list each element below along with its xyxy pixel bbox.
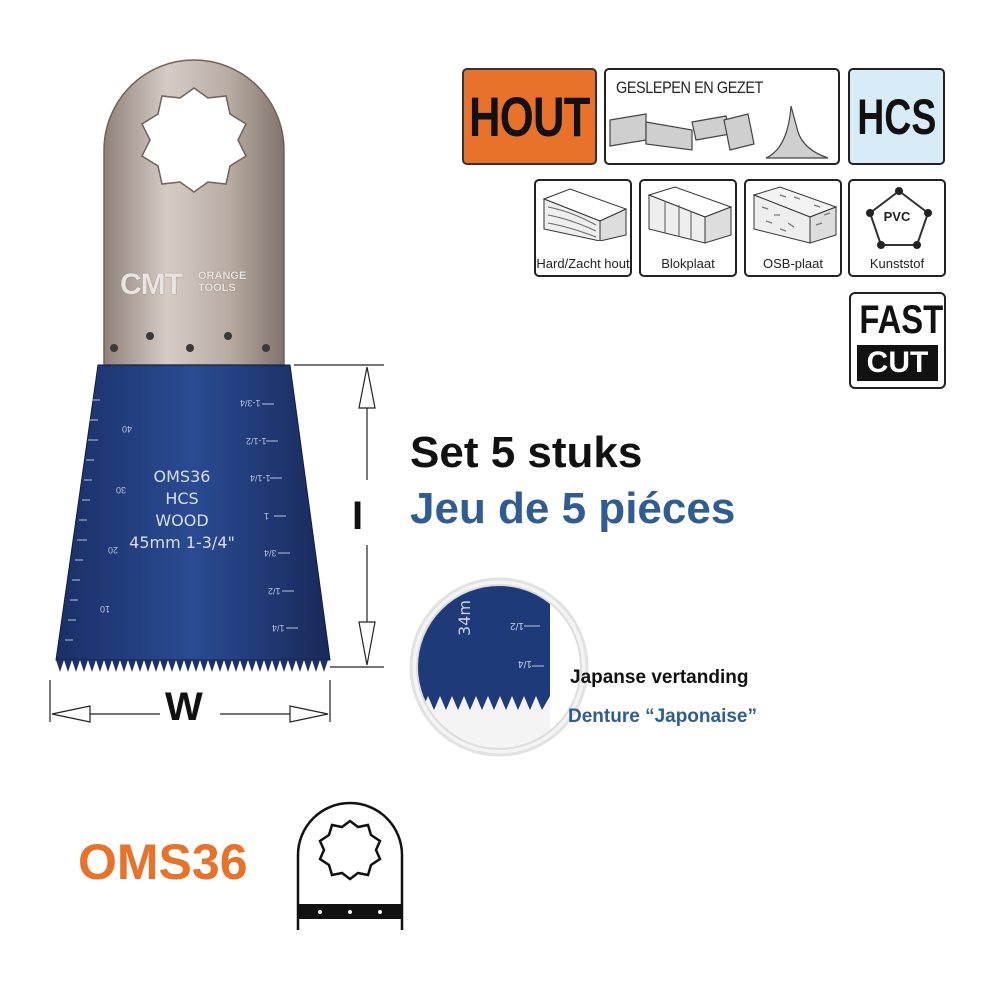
fast-cut-top: FAST <box>859 298 944 342</box>
fast-cut-bottom: CUT <box>857 345 938 381</box>
osb-board-icon <box>752 186 838 244</box>
blade-print-line: HCS <box>165 489 199 508</box>
sharpening-badge: GESLEPEN EN GEZET <box>604 68 840 165</box>
material-label: OSB-plaat <box>763 256 823 271</box>
fast-cut-badge: FAST CUT <box>849 292 946 389</box>
teeth-detail-circle <box>409 577 589 757</box>
blockboard-icon <box>647 186 733 244</box>
material-label: Blokplaat <box>661 256 715 271</box>
blade-print-line: WOOD <box>155 511 209 530</box>
blade-outline-icon <box>296 801 404 930</box>
blade-brand: CMT <box>120 268 183 301</box>
material-blockboard: Blokplaat <box>639 179 737 277</box>
blade-print: OMS36 HCS WOOD 45mm 1-3/4" <box>112 466 252 554</box>
set-title-nl: Set 5 stuks <box>410 428 643 477</box>
material-label: Hard/Zacht hout <box>536 256 630 271</box>
steel-type-badge-label: HCS <box>856 88 937 145</box>
set-title-fr: Jeu de 5 piéces <box>410 484 736 533</box>
material-osb: OSB-plaat <box>744 179 842 277</box>
blade-brand-sub1: ORANGE <box>198 270 247 282</box>
hardwood-icon <box>542 188 628 241</box>
material-hardwood: Hard/Zacht hout <box>534 179 632 277</box>
blade-brand-sub: ORANGE TOOLS <box>198 270 246 294</box>
blade-brand-sub2: TOOLS <box>198 282 236 294</box>
teeth-type-fr: Denture “Japonaise” <box>568 706 757 727</box>
detail-mm-mark: 34m <box>455 600 474 636</box>
sharpening-badge-label: GESLEPEN EN GEZET <box>616 78 763 97</box>
material-label: Kunststof <box>869 256 925 271</box>
steel-type-badge: HCS <box>848 68 945 165</box>
blade-print-line: OMS36 <box>153 467 211 486</box>
material-plastic: PVC Kunststof <box>848 179 946 277</box>
blade-illustration <box>55 59 331 672</box>
blade-teeth <box>56 660 328 672</box>
ground-set-teeth-icon <box>609 105 829 159</box>
length-dimension-label: I <box>352 494 364 538</box>
blade-mount-hole <box>141 87 247 193</box>
detail-inch-mark: 1/4 <box>518 658 532 669</box>
blade-print-line: 45mm 1-3/4" <box>129 533 235 552</box>
detail-inch-mark: 1/2 <box>510 620 524 631</box>
pvc-label: PVC <box>883 209 911 224</box>
dimension-lines <box>49 364 384 723</box>
blade-body <box>55 364 331 661</box>
material-badge-label: HOUT <box>469 85 590 148</box>
material-badge: HOUT <box>462 68 597 165</box>
teeth-type-nl: Japanse vertanding <box>570 667 749 688</box>
pvc-icon <box>866 187 932 249</box>
product-code: OMS36 <box>78 834 248 890</box>
width-dimension-label: W <box>165 685 203 729</box>
